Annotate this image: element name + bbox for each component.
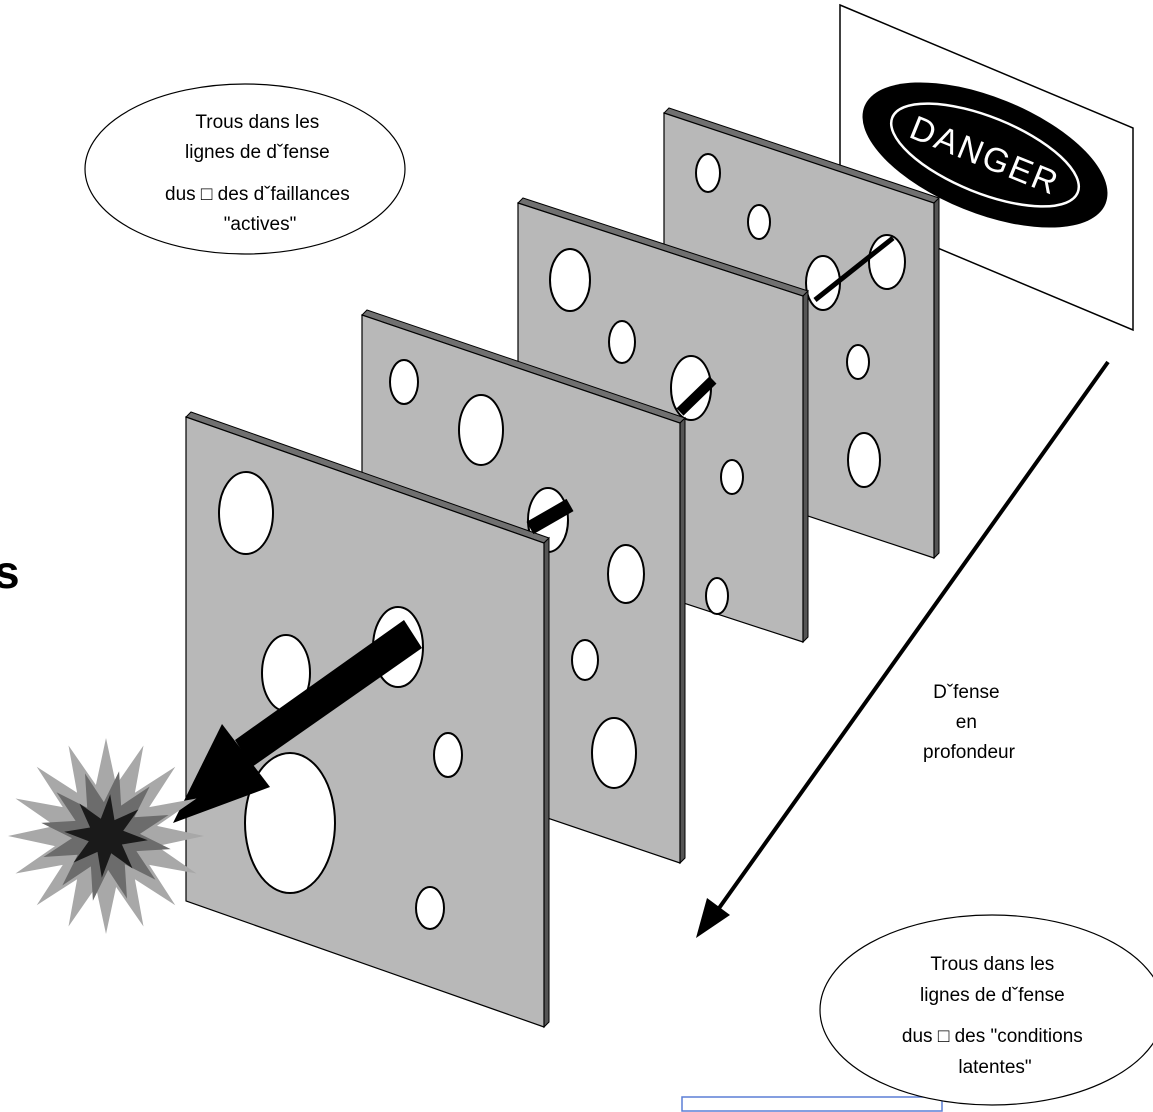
callout-line: dus □ des "conditions — [902, 1026, 1083, 1047]
callout-line: dus □ des dˇfaillances — [165, 184, 350, 205]
callout-line: lignes de dˇfense — [920, 985, 1065, 1006]
callout-line: Trous dans les — [195, 112, 319, 133]
callout-line: "actives" — [224, 214, 297, 235]
callout-latent-conditions: Trous dans les lignes de dˇfense dus □ d… — [682, 915, 1153, 1111]
depth-label-line: profondeur — [923, 742, 1016, 763]
callout-line: lignes de dˇfense — [185, 142, 330, 163]
callout-line: latentes" — [958, 1057, 1031, 1078]
callout-line: Trous dans les — [930, 954, 1054, 975]
depth-label-line: en — [956, 712, 977, 733]
callout-active-failures: Trous dans les lignes de dˇfense dus □ d… — [85, 84, 405, 254]
depth-label: Dˇfense en profondeur — [923, 682, 1016, 763]
depth-label-line: Dˇfense — [933, 682, 1000, 703]
cut-letter: s — [0, 546, 20, 598]
accident-star-icon — [8, 738, 204, 934]
